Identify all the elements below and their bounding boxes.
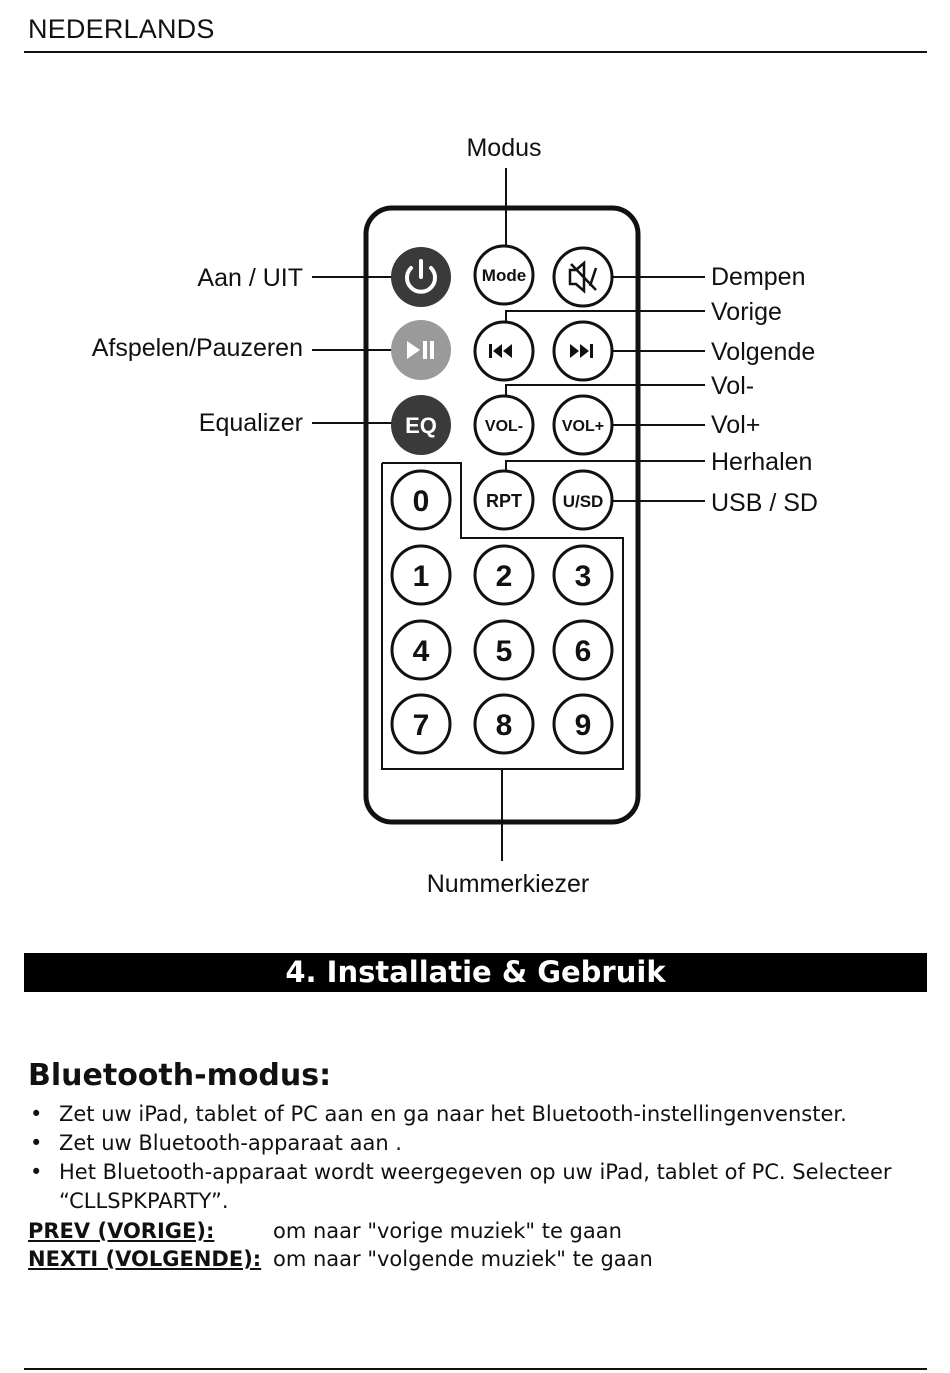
leader-lines <box>312 168 705 861</box>
svg-text:1: 1 <box>413 560 430 593</box>
eq-button: EQ <box>391 395 451 455</box>
header-rule <box>24 51 927 53</box>
list-item: Zet uw Bluetooth-apparaat aan . <box>28 1129 918 1158</box>
section-title-bar: 4. Installatie & Gebruik <box>24 953 927 992</box>
label-usb-sd: USB / SD <box>711 489 818 517</box>
label-vorige: Vorige <box>711 298 782 326</box>
digit-7-button: 7 <box>390 693 452 755</box>
svg-text:EQ: EQ <box>405 413 437 438</box>
digit-2-button: 2 <box>473 544 535 606</box>
power-button <box>391 247 451 307</box>
list-item: Zet uw iPad, tablet of PC aan en ga naar… <box>28 1100 918 1129</box>
vol-up-button: VOL+ <box>552 394 614 456</box>
digit-6-button: 6 <box>552 619 614 681</box>
label-afspelen-pauzeren: Afspelen/Pauzeren <box>92 334 303 362</box>
prev-value: om naar "vorige muziek" te gaan <box>273 1219 622 1243</box>
svg-text:9: 9 <box>575 709 592 742</box>
remote-control-diagram: Modus Aan / UIT Afspelen/Pauzeren Equali… <box>92 134 818 898</box>
usb-sd-button: U/SD <box>552 469 614 531</box>
svg-text:5: 5 <box>496 635 513 668</box>
footer-rule <box>24 1368 927 1370</box>
prev-definition: PREV (VORIGE): om naar "vorige muziek" te… <box>28 1217 622 1246</box>
svg-text:8: 8 <box>496 709 513 742</box>
prev-key: PREV (VORIGE): <box>28 1219 215 1243</box>
label-volgende: Volgende <box>711 338 815 366</box>
label-aan-uit: Aan / UIT <box>197 264 303 292</box>
digit-1-button: 1 <box>390 544 452 606</box>
svg-text:4: 4 <box>413 635 430 668</box>
svg-text:VOL-: VOL- <box>485 418 523 435</box>
power-icon <box>405 259 437 294</box>
svg-text:0: 0 <box>413 485 430 518</box>
label-vol-min: Vol- <box>711 372 754 400</box>
bluetooth-steps-list: Zet uw iPad, tablet of PC aan en ga naar… <box>28 1100 918 1216</box>
label-dempen: Dempen <box>711 263 806 291</box>
next-button <box>552 320 614 382</box>
digit-5-button: 5 <box>473 619 535 681</box>
mute-icon <box>568 260 598 294</box>
svg-text:RPT: RPT <box>486 491 522 511</box>
vol-down-button: VOL- <box>473 394 535 456</box>
play-pause-icon <box>407 341 434 359</box>
svg-text:2: 2 <box>496 560 513 593</box>
digit-9-button: 9 <box>552 693 614 755</box>
page-header-language: NEDERLANDS <box>28 14 215 44</box>
next-icon <box>570 344 593 358</box>
next-definition: NEXTI (VOLGENDE): om naar "volgende muzie… <box>28 1245 653 1274</box>
play-pause-button <box>391 320 451 380</box>
next-value: om naar "volgende muziek" te gaan <box>273 1247 653 1271</box>
label-herhalen: Herhalen <box>711 448 812 476</box>
bluetooth-heading: Bluetooth-modus: <box>28 1058 332 1093</box>
svg-text:3: 3 <box>575 560 592 593</box>
svg-text:VOL+: VOL+ <box>562 418 604 435</box>
mute-button <box>552 246 614 308</box>
previous-button <box>473 320 535 382</box>
repeat-button: RPT <box>473 469 535 531</box>
mode-button: Mode <box>473 244 535 306</box>
svg-text:7: 7 <box>413 709 430 742</box>
label-vol-plus: Vol+ <box>711 411 760 439</box>
list-item: Het Bluetooth-apparaat wordt weergegeven… <box>28 1158 918 1216</box>
svg-text:6: 6 <box>575 635 592 668</box>
label-modus: Modus <box>466 134 541 162</box>
digit-4-button: 4 <box>390 619 452 681</box>
label-nummerkiezer: Nummerkiezer <box>427 870 590 898</box>
digit-0-button: 0 <box>390 469 452 531</box>
next-key: NEXTI (VOLGENDE): <box>28 1247 262 1271</box>
previous-icon <box>489 344 512 358</box>
label-equalizer: Equalizer <box>199 409 303 437</box>
svg-text:Mode: Mode <box>482 266 526 285</box>
svg-text:U/SD: U/SD <box>563 492 604 511</box>
digit-8-button: 8 <box>473 693 535 755</box>
digit-3-button: 3 <box>552 544 614 606</box>
